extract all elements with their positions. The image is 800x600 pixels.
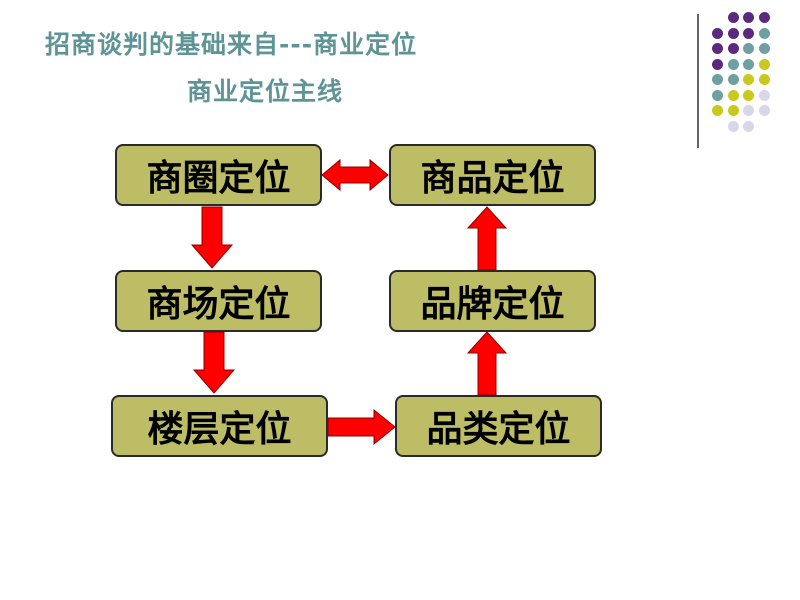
decor-dot [727, 43, 739, 54]
decor-dot [743, 43, 754, 54]
box-louceng-dingwei: 楼层定位 [111, 395, 328, 457]
decor-dot [712, 27, 723, 39]
decor-dot [743, 74, 754, 85]
decor-dot [712, 74, 723, 85]
decor-dot [758, 27, 770, 39]
arrow-up-1 [466, 331, 508, 396]
slide-subtitle: 商业定位主线 [187, 77, 344, 106]
decor-dot [743, 12, 754, 23]
decor-dot [727, 12, 739, 23]
decor-divider-line [697, 14, 699, 148]
decor-dot [758, 89, 770, 101]
decor-dot [727, 89, 739, 101]
box-pinpai-dingwei: 品牌定位 [389, 270, 596, 332]
box-shangquan-dingwei: 商圈定位 [115, 144, 322, 206]
decor-dot [712, 58, 723, 70]
decor-dot [712, 89, 723, 101]
decor-dot [758, 12, 770, 23]
arrow-down-2 [192, 331, 236, 394]
decor-dot [727, 120, 739, 132]
decor-dot [727, 74, 739, 85]
decor-dot [758, 43, 770, 54]
decor-dot [743, 27, 754, 39]
decor-dot [727, 105, 739, 116]
decor-dot [758, 58, 770, 70]
decor-dot [743, 120, 754, 132]
decor-dot [743, 89, 754, 101]
box-pinlei-dingwei: 品类定位 [395, 395, 602, 457]
box-shangchang-dingwei: 商场定位 [115, 270, 322, 332]
decor-dot [743, 105, 754, 116]
decor-dot [727, 27, 739, 39]
double-arrow-left-right [321, 158, 389, 192]
decor-dot [712, 43, 723, 54]
arrow-right [327, 408, 396, 446]
decor-dot [712, 105, 723, 116]
box-shangpin-dingwei: 商品定位 [389, 144, 596, 206]
decor-dot [743, 58, 754, 70]
slide-title: 招商谈判的基础来自---商业定位 [45, 30, 418, 59]
decor-dot [727, 58, 739, 70]
decor-dot [758, 105, 770, 116]
arrow-down-1 [190, 206, 234, 269]
arrow-up-2 [466, 206, 508, 271]
decor-dot [758, 74, 770, 85]
